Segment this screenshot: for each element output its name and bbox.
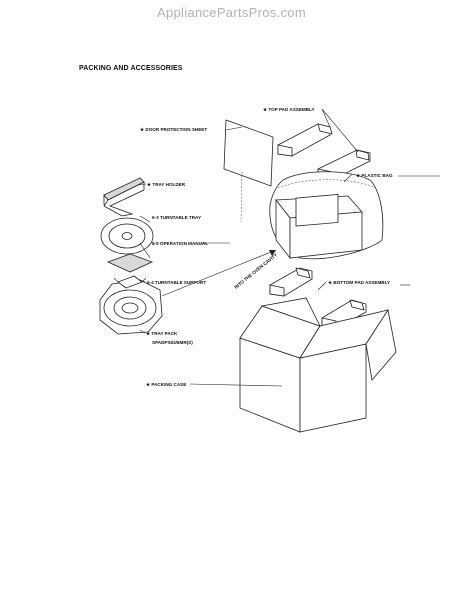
label-tray-pack-code: SPADPS63/6MR(S) (152, 340, 193, 345)
tray-pack (99, 275, 163, 335)
label-turntable-support: 6-4 TURNTABLE SUPPORT (147, 280, 206, 285)
label-operation-manual: 8-5 OPERATION MANUAL (152, 241, 208, 246)
leader-lines (137, 108, 440, 387)
label-top-pad-assembly: ★ TOP PAD ASSEMBLY (263, 107, 315, 112)
label-bottom-pad-assembly: ★ BOTTOM PAD ASSEMBLY (328, 280, 390, 285)
packing-case (239, 297, 397, 433)
microwave-in-plastic-bag (269, 171, 384, 260)
label-packing-case: ★ PACKING CASE (146, 382, 186, 387)
label-tray-pack: ★ TRAY PACK (146, 331, 178, 336)
watermark: AppliancePartsPros.com (157, 5, 306, 20)
door-protection-sheet (223, 119, 274, 223)
tray-holder (103, 177, 145, 217)
operation-manual (106, 253, 154, 273)
turntable-tray (100, 217, 154, 255)
label-plastic-bag: ★ PLASTIC BAG (356, 173, 393, 178)
page-title: PACKING AND ACCESSORIES (79, 65, 183, 72)
label-door-protection-sheet: ★ DOOR PROTECTION SHEET (140, 127, 207, 132)
label-tray-holder: ★ TRAY HOLDER (147, 182, 186, 187)
label-turntable-tray: 6-3 TURNTABLE TRAY (152, 215, 201, 220)
